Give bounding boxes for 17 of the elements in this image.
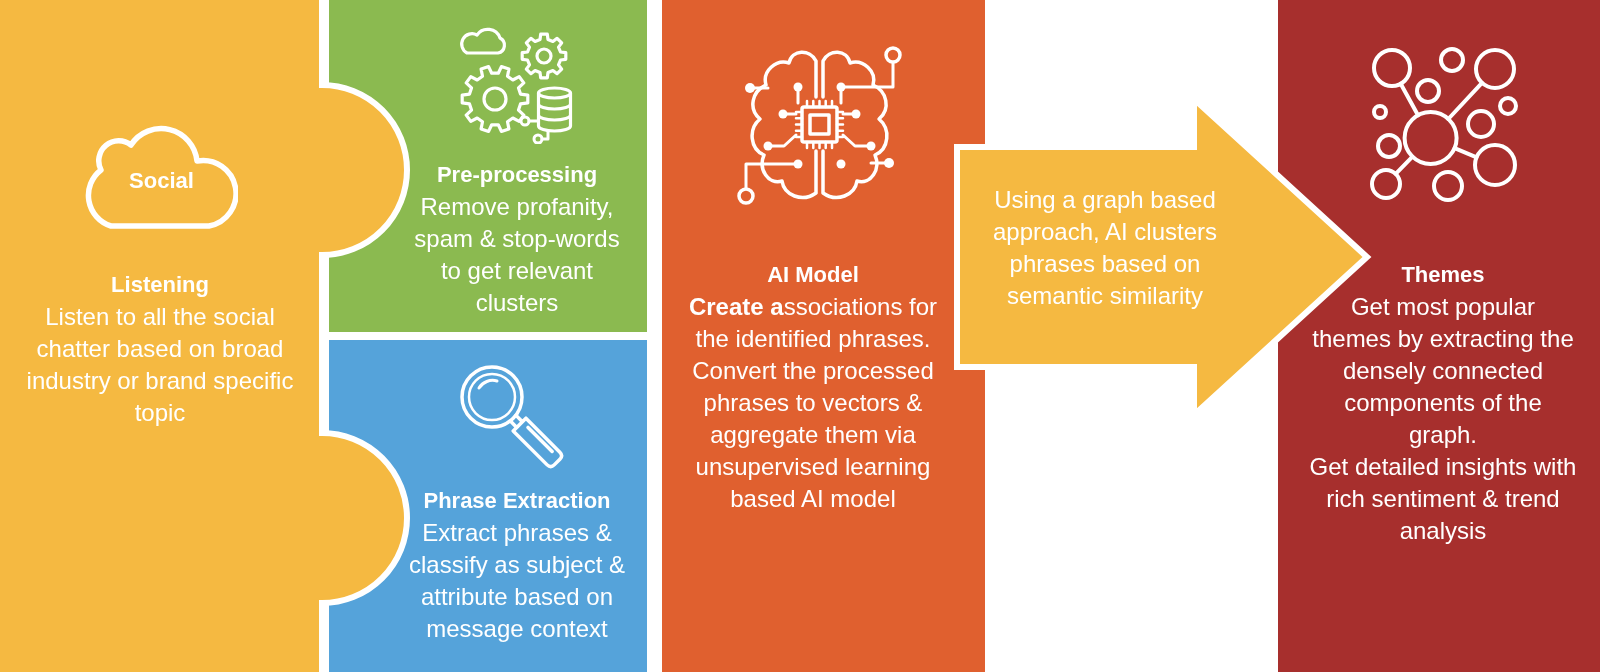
panel-title: Themes [1401,261,1485,289]
panel-description: Extract phrases & classify as subject & attribute based on message context [407,518,627,644]
panel-title: Listening [111,271,209,299]
panel-description: Remove profanity, spam & stop-words to get relevant clusters [413,192,621,318]
process-panel [329,0,647,332]
panel-description: Listen to all the social chatter based on broad industry or brand specific topic [25,302,295,428]
cloud-label: Social [129,167,194,195]
process-panel [1278,0,1600,672]
panel-description: Get detailed insights with rich sentiment & trend analysis [1308,452,1578,546]
process-panel [329,340,647,672]
edge-label: Using a graph based approach, AI clusters phrases based on semantic similarity [991,185,1219,311]
process-panel [662,0,985,672]
panel-description: Create associations for the identified phrases. Convert the processed phrases to vectors & aggregate them via unsupervised learning based AI model [687,292,939,514]
panel-title: AI Model [767,261,859,289]
panel-title: Phrase Extraction [423,487,611,515]
panel-title: Pre-processing [436,161,598,189]
panel-description: Get most popular themes by extracting the densely connected components of the graph. [1311,292,1575,450]
